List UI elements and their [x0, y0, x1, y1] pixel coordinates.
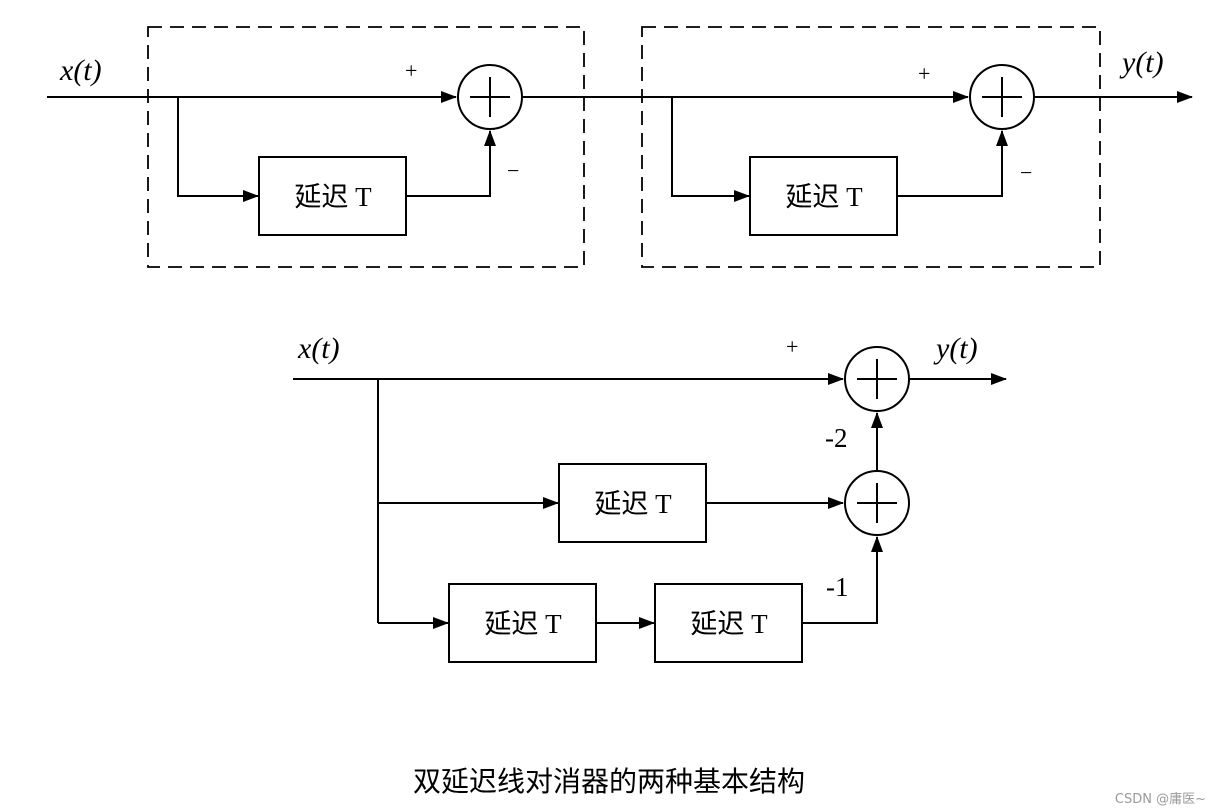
bottom-plus-sign: +	[786, 334, 798, 359]
bottom-structure	[293, 346, 1007, 663]
stage1-delay-out-line	[406, 130, 496, 197]
bottom-single-delay-label: 延迟 T	[594, 489, 672, 519]
stage2-plus-sign: +	[918, 61, 930, 86]
stage2-branch-line	[671, 97, 750, 202]
bottom-double-delay-out-line	[802, 536, 883, 624]
stage1-dashed-box	[147, 26, 585, 268]
top-labels: x(t) y(t) + − + − 延迟 T 延迟 T	[59, 46, 1164, 212]
stage2-delay-out-line	[897, 130, 1008, 197]
figure-caption: 双延迟线对消器的两种基本结构	[412, 765, 805, 798]
watermark: CSDN @庸医~	[1114, 792, 1206, 807]
bottom-output-label: y(t)	[933, 332, 978, 365]
stage1-branch-line	[177, 97, 259, 202]
top-input-label: x(t)	[59, 54, 102, 87]
stage2-dashed-box	[641, 26, 1101, 268]
bottom-delay-a-label: 延迟 T	[484, 609, 562, 639]
top-output-label: y(t)	[1119, 46, 1164, 79]
bottom-coef-neg2: -2	[825, 423, 848, 453]
top-structure	[47, 26, 1193, 268]
bottom-input-label: x(t)	[297, 332, 340, 365]
bottom-delay-b-label: 延迟 T	[690, 609, 768, 639]
stage2-delay-label: 延迟 T	[785, 182, 863, 212]
bottom-coef-neg1: -1	[826, 572, 849, 602]
stage1-delay-label: 延迟 T	[294, 182, 372, 212]
stage2-minus-sign: −	[1020, 160, 1032, 185]
stage1-plus-sign: +	[405, 58, 417, 83]
bottom-labels: x(t) y(t) + -2 -1 延迟 T 延迟 T 延迟 T	[297, 332, 978, 639]
stage1-minus-sign: −	[507, 158, 519, 183]
